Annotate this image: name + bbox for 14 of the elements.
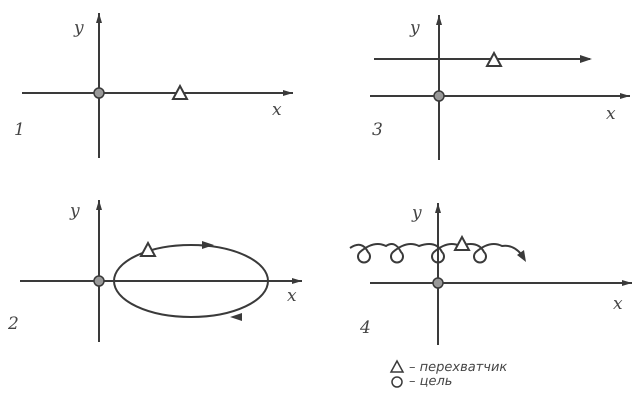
- y-axis-label: y: [70, 203, 80, 220]
- y-axis-label: y: [74, 20, 84, 37]
- x-axis-label: x: [606, 106, 616, 123]
- x-axis-label: x: [272, 102, 282, 119]
- legend-text: – перехватчик: [409, 361, 508, 374]
- panel-number: 4: [360, 320, 371, 337]
- panel-number: 1: [14, 122, 25, 139]
- y-axis-label: y: [410, 20, 420, 37]
- x-axis-label: x: [287, 288, 297, 305]
- panel-number: 2: [8, 316, 19, 333]
- x-axis-label: x: [613, 296, 623, 313]
- panel-number: 3: [372, 122, 383, 139]
- legend-text: – цель: [409, 375, 452, 388]
- y-axis-label: y: [412, 205, 422, 222]
